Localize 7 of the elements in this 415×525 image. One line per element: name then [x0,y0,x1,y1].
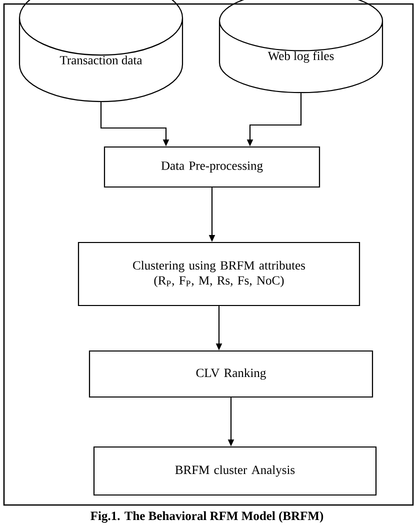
caption: Fig.1. The Behavioral RFM Model (BRFM) [90,511,324,523]
process-box: BRFM cluster Analysis [93,446,377,496]
process-box: Data Pre-processing [104,146,320,188]
database-cylinder: Transaction data [18,0,184,102]
process-box: Clustering using BRFM attributes (R$_{P}$, F$_{P}$, M, Rs, Fs, NoC) [78,242,360,306]
database-cylinder: Web log files [218,0,384,94]
process-box: CLV Ranking [88,350,374,398]
